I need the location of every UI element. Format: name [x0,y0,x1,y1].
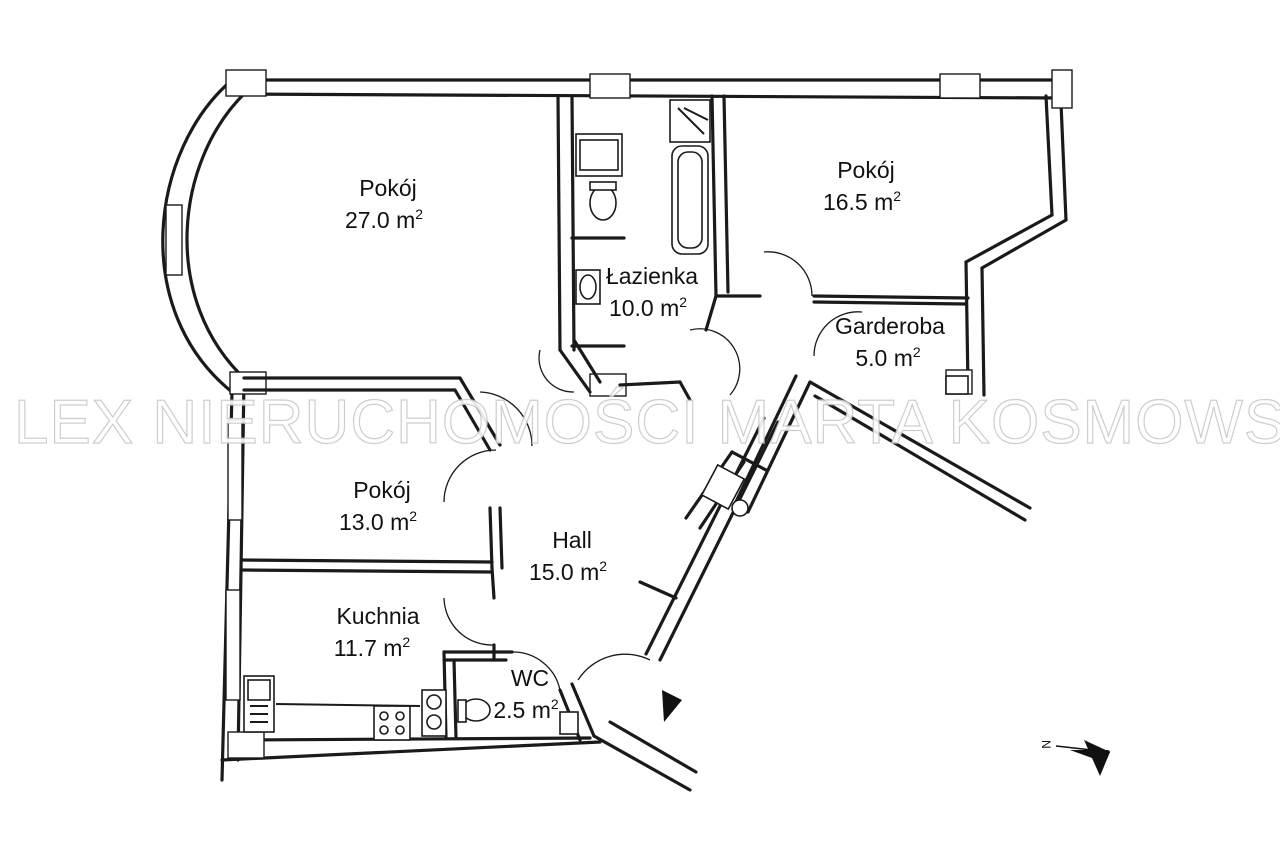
room-name: Pokój [359,175,417,201]
bathroom-toilet [589,185,617,221]
room-area: 15.0 m2 [529,558,607,585]
room-area: 2.5 m2 [493,696,559,723]
north-arrow-icon: N [1039,740,1111,776]
room-area: 13.0 m2 [339,508,417,535]
doors [443,251,863,691]
fixtures [243,99,969,741]
entrance-arrow-icon [662,690,682,722]
wc-washbasin [559,711,579,735]
watermark-text: LEX NIERUCHOMOŚCI MARTA KOSMOWSKA [14,388,1280,457]
room-name: Hall [552,527,592,553]
room-labels: Pokój 27.0 m2 Łazienka 10.0 m2 Pokój 16.… [334,157,945,723]
room-name: Garderoba [835,313,945,339]
room-name: Pokój [837,157,895,183]
interior-walls [240,94,970,792]
kitchen-stove [373,705,411,741]
room-name: Pokój [353,477,411,503]
shower-tray [669,99,711,143]
compass-label: N [1039,740,1053,749]
room-name: WC [511,665,549,691]
room-name: Łazienka [606,263,698,289]
room-area: 27.0 m2 [345,206,423,233]
room-area: 16.5 m2 [823,188,901,215]
room-area: 11.7 m2 [334,634,411,661]
boiler [731,499,749,517]
room-name: Kuchnia [336,603,419,629]
room-area: 10.0 m2 [609,294,687,321]
room-area: 5.0 m2 [855,344,921,371]
windows [165,69,1073,759]
chimney [700,463,746,511]
